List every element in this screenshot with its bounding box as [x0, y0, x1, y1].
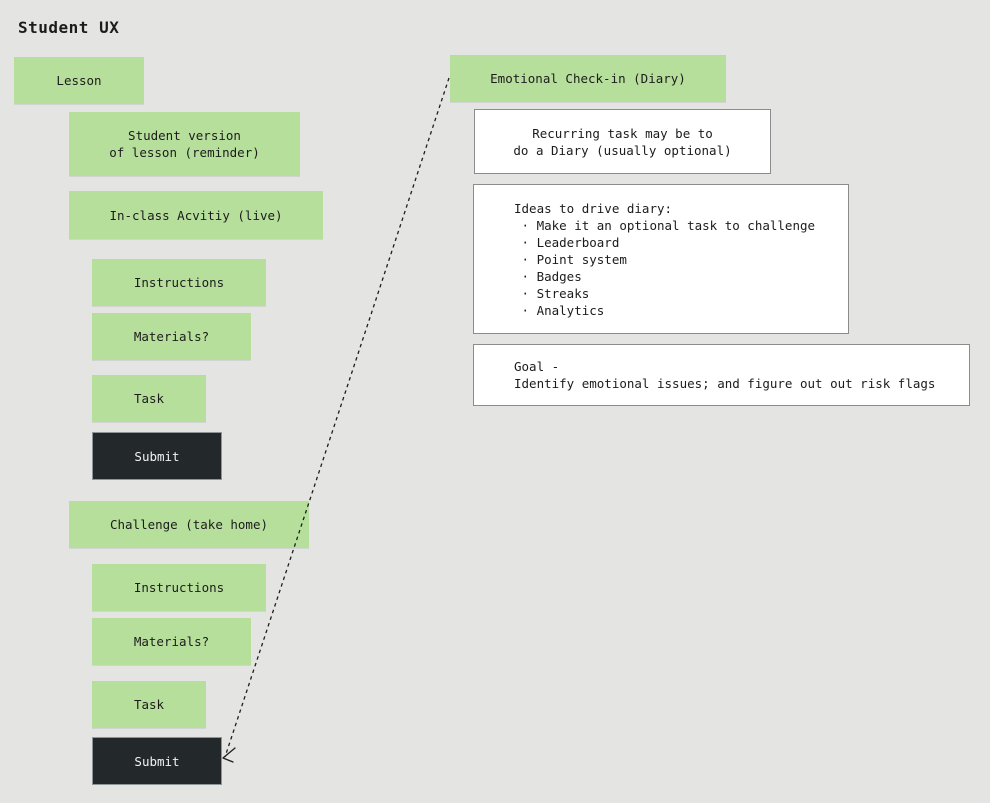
node-student-version[interactable]: Student version of lesson (reminder)	[69, 112, 300, 176]
node-materials-live[interactable]: Materials?	[92, 313, 251, 360]
node-materials-challenge[interactable]: Materials?	[92, 618, 251, 665]
node-task-challenge[interactable]: Task	[92, 681, 206, 728]
node-lesson[interactable]: Lesson	[14, 57, 144, 104]
node-instructions-live[interactable]: Instructions	[92, 259, 266, 306]
connector-arrowhead-icon	[222, 747, 236, 763]
note-ideas-to-drive-diary[interactable]: Ideas to drive diary: · Make it an optio…	[473, 184, 849, 334]
node-instructions-challenge[interactable]: Instructions	[92, 564, 266, 611]
node-submit-live[interactable]: Submit	[92, 432, 222, 480]
note-recurring-task[interactable]: Recurring task may be to do a Diary (usu…	[474, 109, 771, 174]
node-task-live[interactable]: Task	[92, 375, 206, 422]
node-challenge[interactable]: Challenge (take home)	[69, 501, 309, 548]
page-title[interactable]: Student UX	[18, 18, 120, 37]
connector-dashed-line[interactable]	[224, 77, 450, 758]
node-emotional-checkin[interactable]: Emotional Check-in (Diary)	[450, 55, 726, 102]
note-goal[interactable]: Goal - Identify emotional issues; and fi…	[473, 344, 970, 406]
node-in-class-activity[interactable]: In-class Acvitiy (live)	[69, 191, 323, 239]
node-submit-challenge[interactable]: Submit	[92, 737, 222, 785]
